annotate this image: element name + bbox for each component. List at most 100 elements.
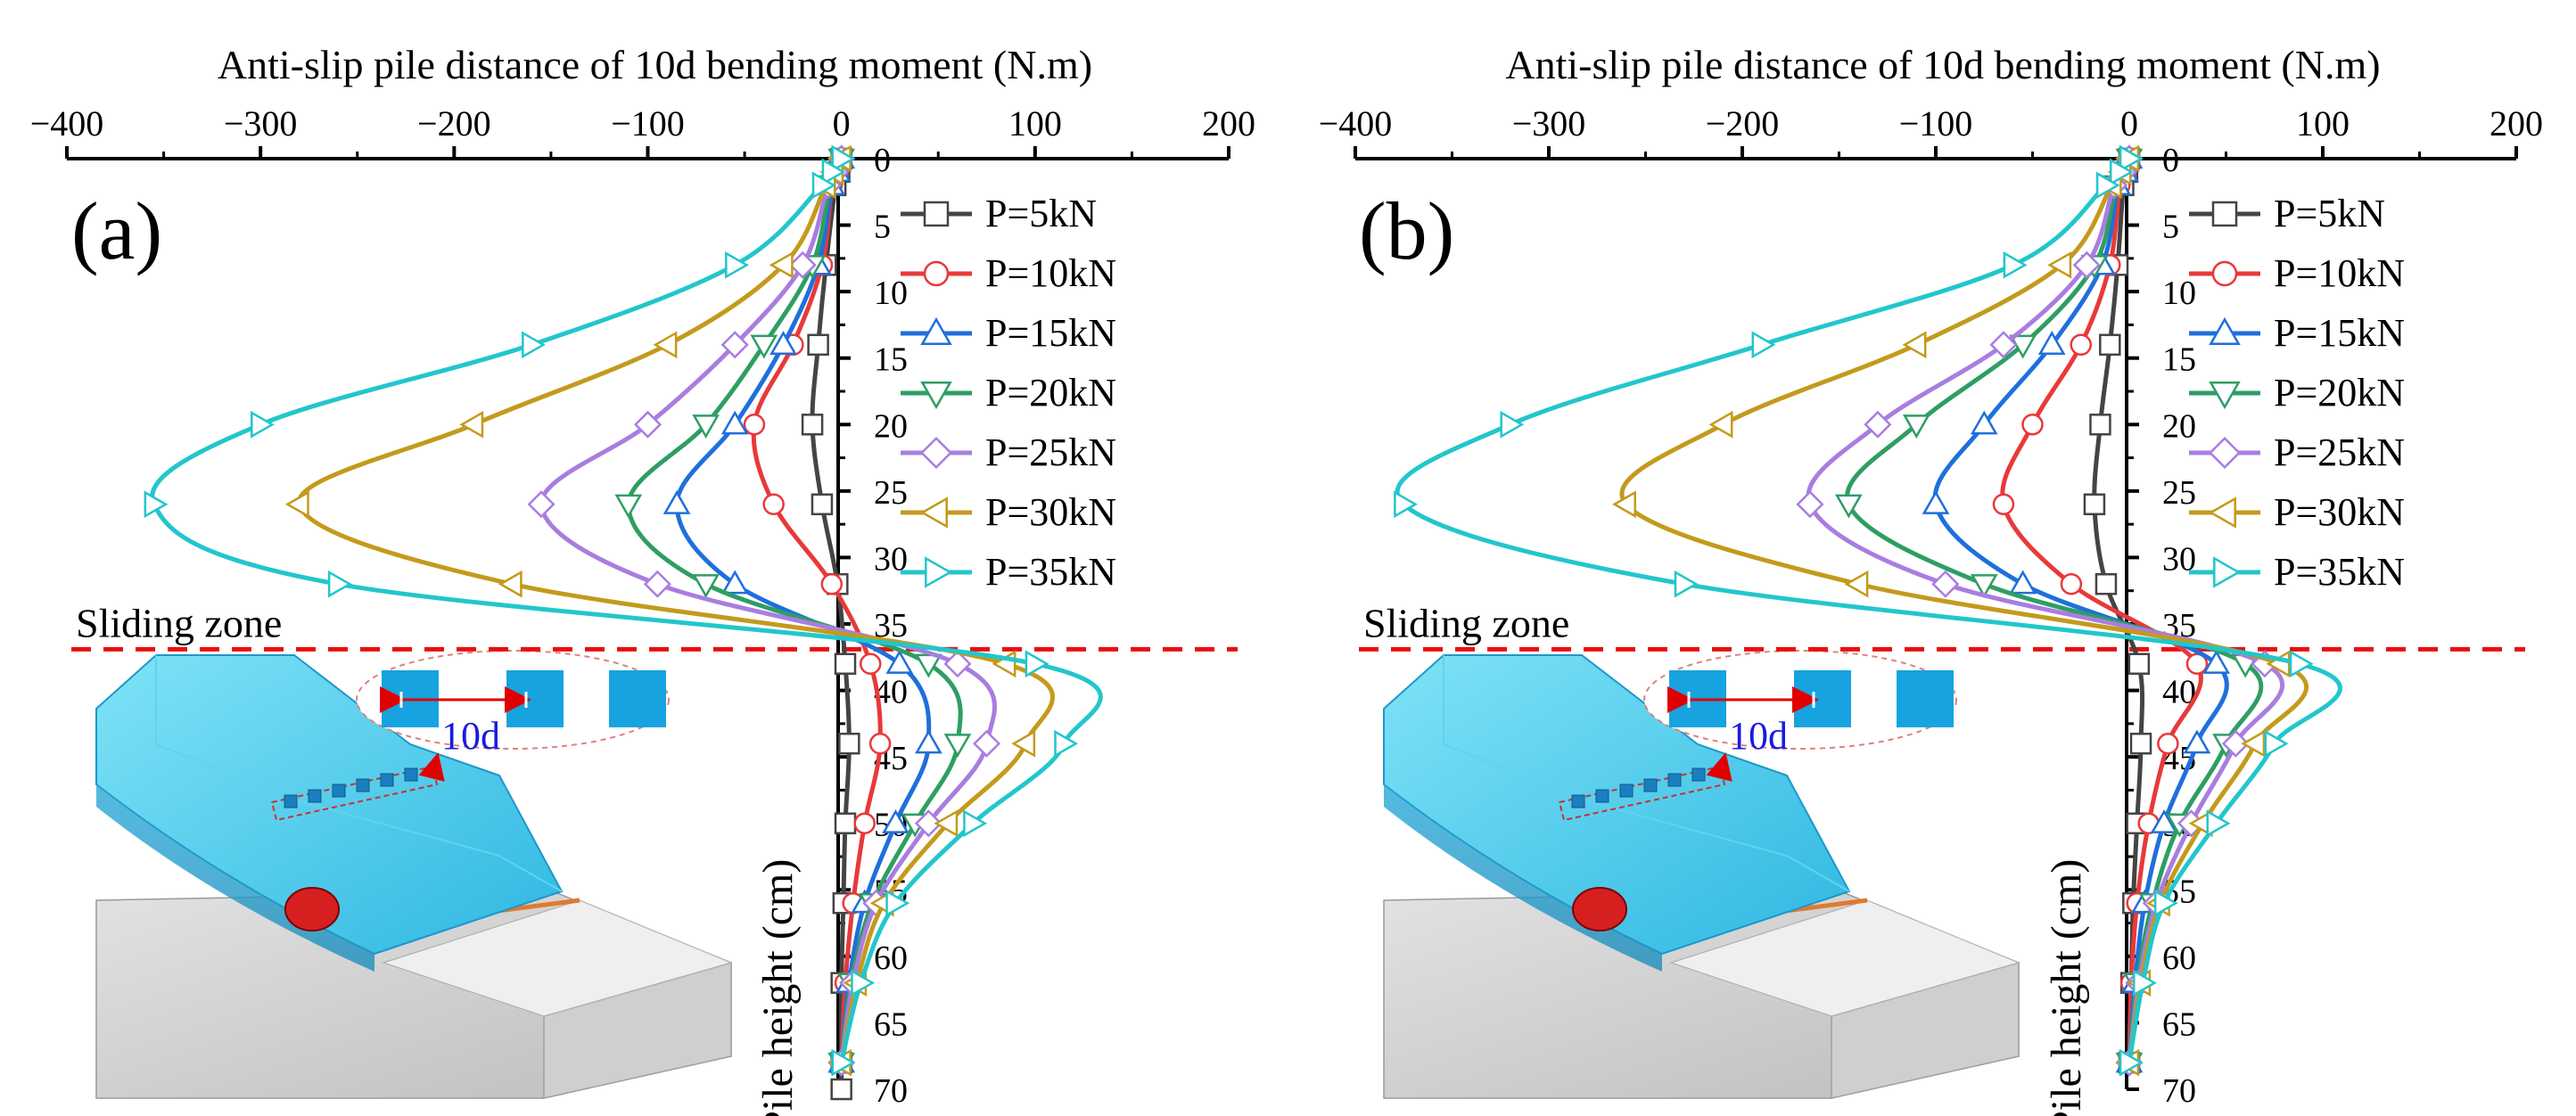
y-tick-label: 15 xyxy=(2162,341,2196,379)
pile-icon xyxy=(356,778,370,792)
legend-marker xyxy=(2208,496,2236,529)
y-tick-label: 70 xyxy=(2162,1072,2196,1110)
slope-model-illustration: 10d xyxy=(1383,650,2020,1099)
data-point xyxy=(770,331,797,355)
legend-marker xyxy=(919,436,953,470)
legend-marker xyxy=(2208,436,2242,470)
sliding-mass xyxy=(95,654,564,956)
data-point xyxy=(834,812,857,834)
legend-label: P=30kN xyxy=(985,490,1116,534)
y-tick-label: 15 xyxy=(874,341,908,379)
y-tick-label: 0 xyxy=(874,142,891,179)
data-point xyxy=(2202,650,2231,674)
sliding-zone-label: Sliding zone xyxy=(1363,600,1569,645)
pile-row-box xyxy=(270,765,439,822)
x-tick-label: −100 xyxy=(611,103,685,144)
legend-label: P=15kN xyxy=(985,311,1116,355)
data-point xyxy=(2119,144,2144,173)
legend-label: P=5kN xyxy=(985,192,1097,235)
data-point xyxy=(801,414,824,436)
legend-label: P=5kN xyxy=(2274,192,2385,235)
series-p35kn xyxy=(144,144,1103,1077)
data-point xyxy=(868,732,892,755)
sliding-mass xyxy=(1383,654,1851,956)
pile-icon xyxy=(1667,773,1682,787)
data-point xyxy=(2021,414,2044,436)
data-point xyxy=(830,1078,852,1101)
data-point xyxy=(643,570,671,598)
slope-toe-surface xyxy=(382,899,733,1017)
data-point xyxy=(831,1048,856,1077)
data-point xyxy=(750,334,778,359)
data-point xyxy=(2072,250,2101,279)
legend-marker xyxy=(923,260,950,287)
x-tick-label: −200 xyxy=(1706,103,1780,144)
data-point xyxy=(2206,809,2231,838)
legend-marker xyxy=(2209,316,2241,345)
data-point xyxy=(1992,493,2015,516)
x-tick-label: 200 xyxy=(1202,103,1255,144)
data-point xyxy=(2119,1048,2144,1077)
y-tick-label: 5 xyxy=(874,209,891,246)
data-point xyxy=(2047,250,2072,279)
legend-label: P=10kN xyxy=(2274,251,2405,295)
data-point xyxy=(1970,574,1998,598)
data-point xyxy=(2153,889,2178,917)
series-line xyxy=(1806,158,2285,1063)
data-point xyxy=(1864,410,1892,439)
data-point xyxy=(720,410,749,435)
slope-toe-surface xyxy=(1669,899,2020,1017)
legend-label: P=15kN xyxy=(2274,311,2405,355)
x-axis-title: Anti-slip pile distance of 10d bending m… xyxy=(1505,42,2380,87)
data-point xyxy=(2009,334,2037,359)
pile-icon xyxy=(1595,789,1609,803)
data-point xyxy=(692,414,720,439)
data-point xyxy=(633,410,663,439)
data-point xyxy=(934,809,959,838)
data-point xyxy=(2157,732,2179,755)
data-point xyxy=(2133,969,2157,997)
data-point xyxy=(1612,490,1636,519)
data-point xyxy=(692,574,720,598)
data-point xyxy=(1751,331,1776,359)
legend-marker xyxy=(2213,556,2242,588)
data-point xyxy=(2089,414,2111,436)
data-point xyxy=(2221,729,2250,758)
series-line xyxy=(1932,158,2229,1063)
data-point xyxy=(2070,333,2092,357)
data-point xyxy=(834,652,857,675)
data-point xyxy=(853,812,876,834)
data-point xyxy=(2241,729,2266,758)
series-line xyxy=(674,158,932,1063)
y-tick-label: 10 xyxy=(2162,275,2196,312)
y-tick-label: 10 xyxy=(874,275,908,312)
data-point xyxy=(2095,573,2118,595)
data-point xyxy=(1011,729,1036,758)
spacing-label: 10d xyxy=(441,714,500,758)
legend-marker xyxy=(2209,382,2241,410)
legend-label: P=35kN xyxy=(2274,550,2405,594)
y-tick-label: 5 xyxy=(2162,209,2179,246)
x-tick-label: −200 xyxy=(417,103,491,144)
series-line xyxy=(2000,158,2203,1063)
data-point xyxy=(2129,732,2152,755)
sliding-mass-edge xyxy=(1443,655,1850,892)
legend-label: P=25kN xyxy=(985,431,1116,474)
data-point xyxy=(859,652,882,675)
pile-icon xyxy=(332,784,346,798)
data-point xyxy=(2110,158,2134,186)
y-tick-label: 0 xyxy=(2162,142,2179,179)
data-point xyxy=(2083,493,2106,516)
x-tick-label: 100 xyxy=(2296,103,2350,144)
series-line xyxy=(539,157,997,1063)
data-point xyxy=(527,490,556,519)
data-point xyxy=(851,969,876,997)
data-point xyxy=(2185,652,2209,675)
pile-icon xyxy=(1691,767,1706,782)
pile-section-3 xyxy=(609,670,666,727)
legend: P=5kNP=10kNP=15kNP=20kNP=25kNP=30kNP=35k… xyxy=(2189,192,2405,594)
data-point xyxy=(2264,729,2289,758)
data-point xyxy=(2289,650,2314,678)
x-tick-label: −400 xyxy=(30,103,104,144)
